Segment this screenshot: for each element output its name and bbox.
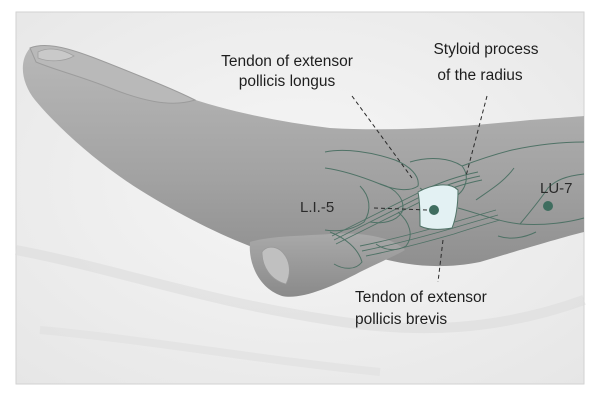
thumbnail	[261, 246, 290, 285]
label-li5: L.I.-5	[300, 199, 334, 216]
label-lu7: LU-7	[540, 180, 573, 197]
index-finger	[29, 44, 197, 104]
fabric-fold	[39, 326, 381, 376]
leader-tendon-longus	[351, 95, 413, 179]
acupoint-lu7	[543, 201, 553, 211]
acupoint-li5	[429, 205, 439, 215]
leader-li5	[373, 207, 429, 211]
label-tendon-brevis-line2: pollicis brevis	[355, 311, 447, 328]
leader-lines	[351, 95, 488, 283]
leader-tendon-brevis	[437, 239, 444, 283]
label-tendon-brevis-line1: Tendon of extensor	[355, 289, 487, 306]
label-styloid-line2: of the radius	[437, 67, 523, 84]
fabric-fold	[15, 245, 586, 334]
label-tendon-longus-line1: Tendon of extensor	[221, 53, 353, 70]
label-tendon-longus-line2: pollicis longus	[239, 73, 336, 90]
thumb	[249, 233, 405, 297]
label-styloid-line1: Styloid process	[433, 41, 538, 58]
fingernail	[37, 48, 75, 62]
